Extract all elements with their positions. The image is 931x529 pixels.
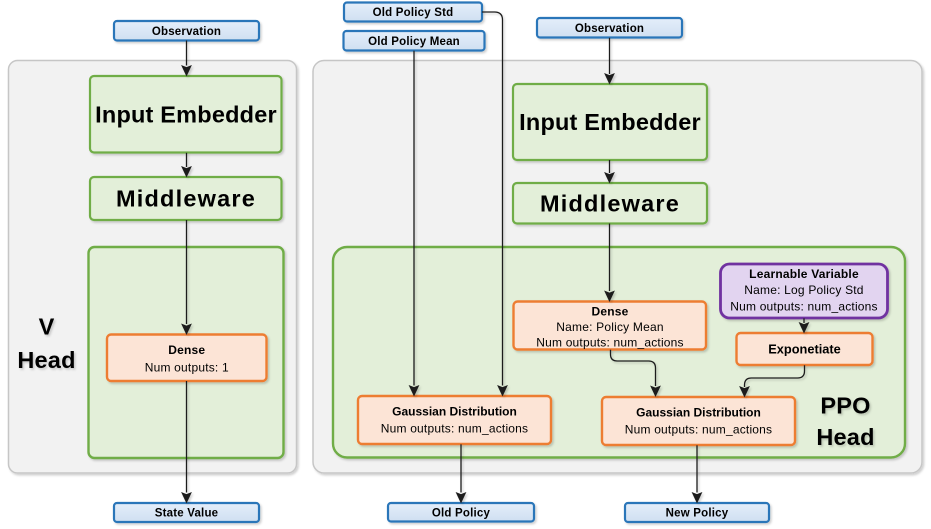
svg-text:Name: Policy Mean: Name: Policy Mean [556,320,663,334]
svg-text:Old Policy Mean: Old Policy Mean [368,36,460,48]
svg-text:Old Policy: Old Policy [432,507,491,519]
svg-text:Old Policy Std: Old Policy Std [373,7,454,19]
svg-text:New Policy: New Policy [666,508,729,520]
svg-text:Num outputs: num_actions: Num outputs: num_actions [381,422,529,436]
svg-text:Num outputs: num_actions: Num outputs: num_actions [536,335,684,349]
svg-text:Num outputs: num_actions: Num outputs: num_actions [625,423,773,437]
svg-text:Exponetiate: Exponetiate [768,342,841,357]
svg-text:Gaussian Distribution: Gaussian Distribution [636,406,761,420]
svg-text:Observation: Observation [152,26,221,38]
svg-text:Num outputs: 1: Num outputs: 1 [145,361,229,375]
svg-text:Learnable Variable: Learnable Variable [749,267,859,281]
svg-text:Dense: Dense [168,343,205,357]
svg-text:V: V [39,314,55,340]
svg-text:Input Embedder: Input Embedder [95,102,277,128]
svg-text:Observation: Observation [575,23,644,35]
svg-text:Head: Head [816,424,874,450]
svg-text:Name: Log Policy Std: Name: Log Policy Std [744,283,863,297]
svg-text:Middleware: Middleware [116,186,256,212]
svg-text:State Value: State Value [155,508,219,520]
svg-text:Middleware: Middleware [540,190,680,216]
svg-text:Dense: Dense [591,304,628,318]
svg-text:PPO: PPO [820,393,870,419]
svg-text:Gaussian Distribution: Gaussian Distribution [392,405,517,419]
svg-text:Input Embedder: Input Embedder [519,109,701,135]
svg-text:Num outputs: num_actions: Num outputs: num_actions [730,300,878,314]
svg-text:Head: Head [17,347,75,373]
